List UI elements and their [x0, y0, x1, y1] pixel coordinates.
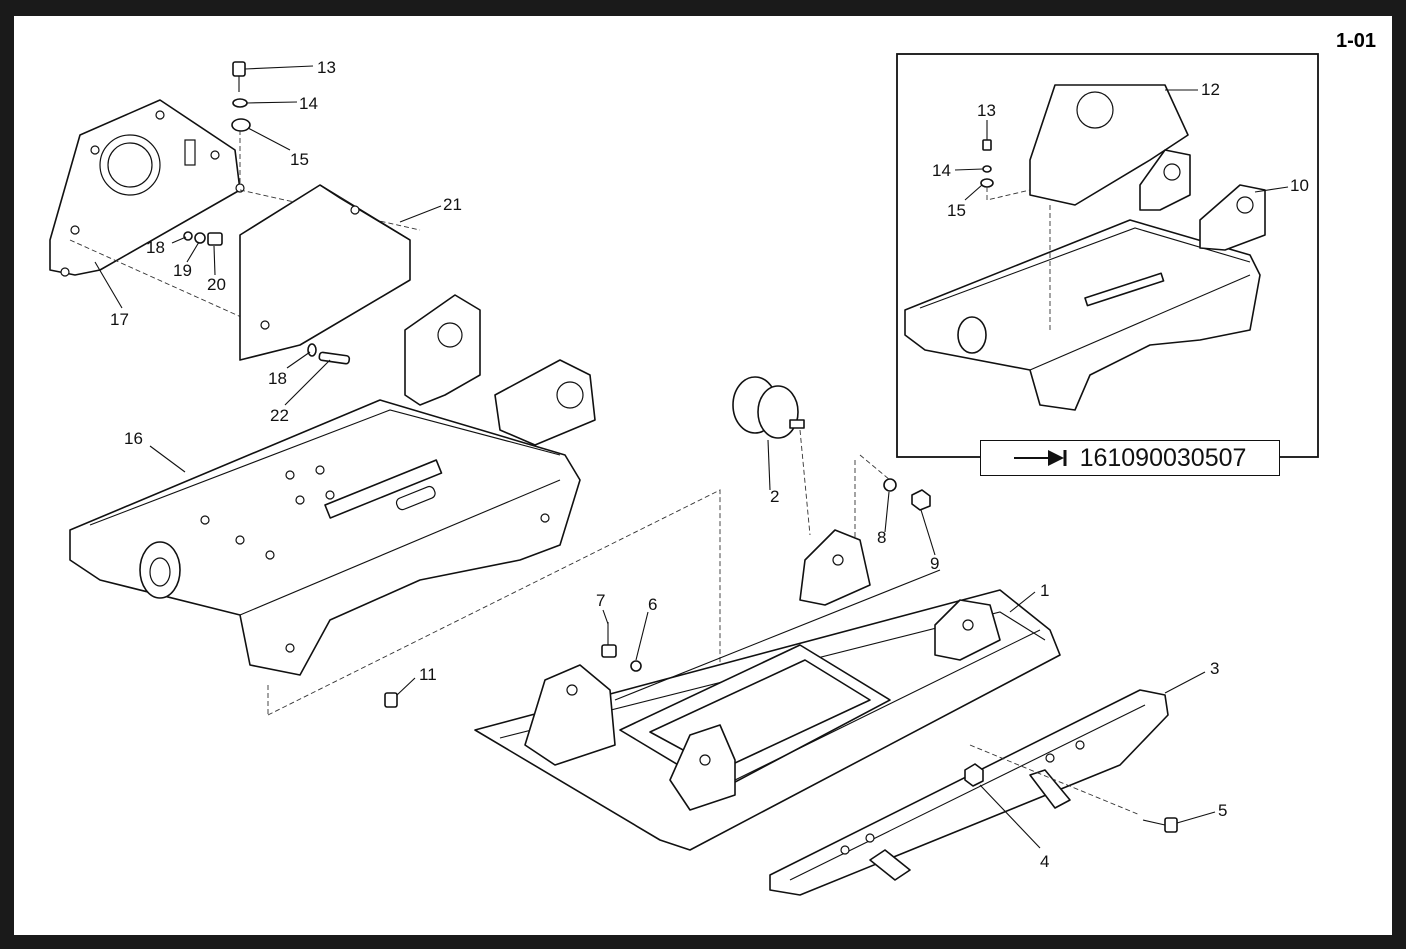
bolt-11	[384, 692, 398, 708]
callout-14: 14	[299, 94, 318, 113]
washer-14-top	[232, 98, 248, 108]
callout-18: 18	[268, 369, 287, 388]
leader-lines	[94, 65, 1318, 849]
bolt-13-top	[232, 61, 246, 92]
belt-cover	[239, 184, 411, 361]
callout-7: 7	[596, 591, 605, 610]
inset-reference-box: 161090030507	[980, 440, 1280, 476]
callout-17: 17	[110, 310, 129, 329]
callout-13: 13	[317, 58, 336, 77]
base-plate	[474, 529, 1061, 851]
bolt-7	[601, 622, 617, 658]
upper-frame	[69, 399, 581, 676]
callout-21: 21	[443, 195, 462, 214]
callout-19: 19	[173, 261, 192, 280]
callout-5: 5	[1218, 801, 1227, 820]
page-number: 1-01	[1335, 30, 1376, 52]
bolt-20	[207, 232, 223, 246]
washer-15-top	[231, 118, 251, 132]
callout-22: 22	[270, 406, 289, 425]
callout-2: 2	[770, 487, 779, 506]
callout-18: 18	[146, 238, 165, 257]
washer-18	[183, 231, 193, 241]
washer-8	[883, 478, 897, 492]
callout-16: 16	[124, 429, 143, 448]
washer-6	[630, 660, 642, 672]
callout-11: 11	[419, 665, 437, 684]
arrow-right-icon	[1013, 448, 1070, 468]
side-skid	[769, 689, 1169, 896]
rubber-buffer	[732, 376, 805, 439]
callout-6: 6	[648, 595, 657, 614]
callout-20: 20	[207, 275, 226, 294]
callout-10: 10	[1290, 176, 1309, 195]
callout-8: 8	[877, 528, 886, 547]
nut-4	[964, 763, 984, 787]
callout-13: 13	[977, 101, 996, 120]
inset-detail	[896, 53, 1319, 458]
callout-14: 14	[932, 161, 951, 180]
callout-12: 12	[1201, 80, 1220, 99]
inset-reference-number: 161090030507	[1079, 443, 1247, 472]
callout-15: 15	[947, 201, 966, 220]
pin-22	[307, 343, 351, 365]
callout-1: 1	[1040, 581, 1049, 600]
callout-9: 9	[930, 554, 939, 573]
callout-3: 3	[1210, 659, 1219, 678]
washer-19	[194, 232, 206, 244]
engine-brackets	[404, 294, 596, 446]
bolt-5	[1142, 817, 1178, 833]
motor-plate	[49, 99, 245, 277]
callout-4: 4	[1040, 852, 1049, 871]
callout-15: 15	[290, 150, 309, 169]
callout-labels: 13 14 15 21 18 19 20 17 18 22 16 2 8 9 1…	[110, 58, 1309, 871]
nut-9	[911, 489, 931, 511]
